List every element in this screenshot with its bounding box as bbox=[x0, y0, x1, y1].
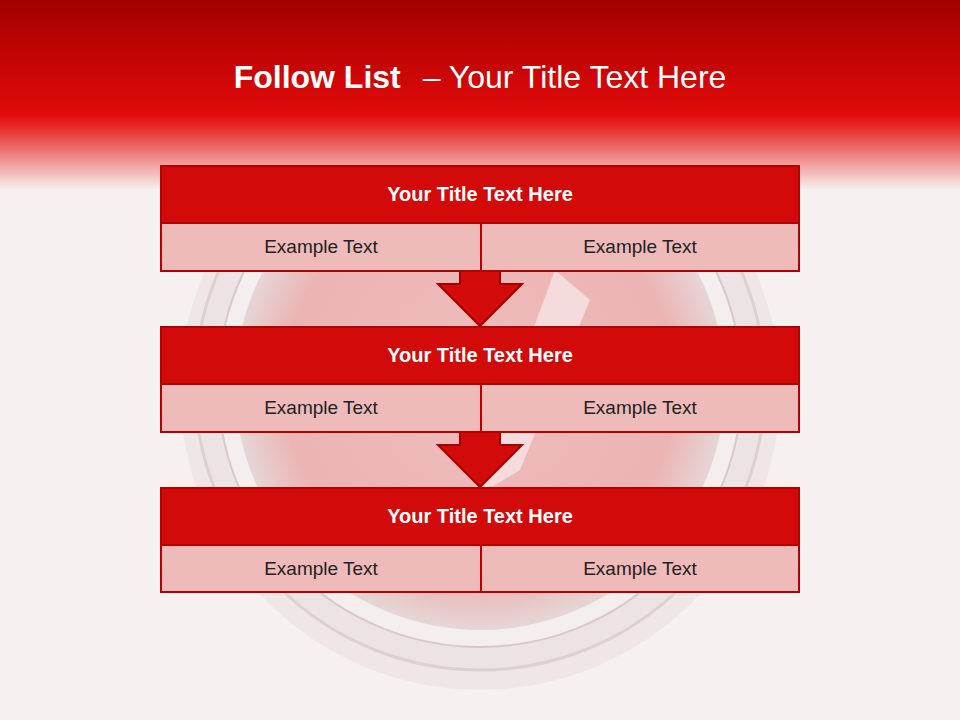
example-cell: Example Text bbox=[480, 546, 798, 591]
example-text: Example Text bbox=[264, 236, 378, 258]
step-header: Your Title Text Here bbox=[162, 328, 798, 385]
step-header: Your Title Text Here bbox=[162, 167, 798, 224]
example-text: Example Text bbox=[264, 397, 378, 419]
step-box: Your Title Text HereExample Text Example … bbox=[160, 165, 800, 272]
title-bar: Follow List – Your Title Text Here bbox=[0, 50, 960, 104]
example-cell: Example Text bbox=[480, 224, 798, 270]
title-band bbox=[0, 0, 960, 190]
step-title: Your Title Text Here bbox=[387, 344, 573, 367]
step-box: Your Title Text HereExample Text Example … bbox=[160, 326, 800, 433]
subtitle: – Your Title Text Here bbox=[423, 59, 727, 96]
example-cell: Example Text bbox=[162, 224, 480, 270]
flow-arrow bbox=[438, 431, 522, 487]
example-cell: Example Text bbox=[162, 546, 480, 591]
example-text: Example Text bbox=[264, 558, 378, 580]
step-title: Your Title Text Here bbox=[387, 183, 573, 206]
example-cell: Example Text bbox=[162, 385, 480, 431]
step-box: Your Title Text HereExample Text Example … bbox=[160, 487, 800, 593]
step-title: Your Title Text Here bbox=[387, 505, 573, 528]
step-header: Your Title Text Here bbox=[162, 489, 798, 546]
example-cell: Example Text bbox=[480, 385, 798, 431]
slide-title: Follow List bbox=[234, 59, 401, 96]
flow-arrow bbox=[438, 270, 522, 326]
example-text: Example Text bbox=[583, 397, 697, 419]
example-text: Example Text bbox=[583, 558, 697, 580]
example-text: Example Text bbox=[583, 236, 697, 258]
